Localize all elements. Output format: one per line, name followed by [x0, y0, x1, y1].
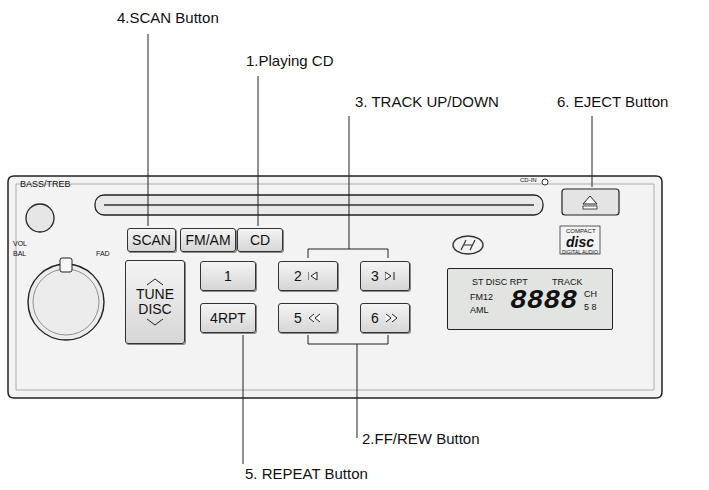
display-text: CH [584, 290, 597, 299]
track-up-button: 3 [360, 261, 410, 291]
knob-label: VOL [13, 240, 27, 248]
track-down-button: 2 [278, 261, 338, 291]
logo-text: COMPACT [566, 228, 596, 235]
rewind-button: 5 [278, 303, 338, 333]
tune-disc-rocker: TUNE DISC [125, 260, 185, 344]
brand-logo [453, 236, 483, 254]
bass-treble-knob [26, 204, 54, 232]
button-icon [308, 313, 322, 323]
callout-label: 3. TRACK UP/DOWN [355, 94, 499, 111]
indicator-label: CD-IN [520, 177, 537, 184]
display-text: 5 8 [584, 303, 597, 312]
callout-label: 5. REPEAT Button [245, 466, 368, 483]
eject-symbol-bar [583, 206, 597, 209]
cd-button: CD [237, 228, 283, 252]
knob-label: BASS/TREB [20, 180, 71, 190]
eject-symbol [583, 196, 597, 204]
balance-knob [60, 258, 72, 272]
logo-text: disc [566, 235, 594, 250]
button-icon [385, 313, 399, 323]
brand-logo-h [461, 240, 475, 250]
cd-slot [95, 195, 543, 215]
button-icon-shape [309, 314, 320, 322]
up-chevron-line [147, 279, 163, 285]
button-label: CD [250, 232, 270, 248]
callout-label: 6. EJECT Button [557, 94, 668, 111]
callout-label: 1.Playing CD [246, 53, 334, 70]
button-label: 5 [294, 310, 302, 326]
down-chevron [145, 317, 165, 327]
button-label: 1 [224, 268, 232, 284]
button-icon-shape [385, 272, 394, 280]
display-text: ST DISC RPT [472, 278, 528, 287]
button-label: SCAN [132, 232, 171, 248]
fm-am-button: FM/AM [180, 228, 236, 252]
callout-label: 2.FF/REW Button [362, 431, 480, 448]
button-icon-shape [386, 314, 397, 322]
scan-button: SCAN [127, 228, 176, 252]
button-label: 6 [371, 310, 379, 326]
volume-knob [28, 264, 104, 340]
knob-label: FAD [96, 250, 110, 258]
display-text: 8888 [510, 287, 577, 315]
button-label: TUNE DISC [133, 287, 177, 316]
panel-inner-edge [16, 184, 654, 390]
display-text: TRACK [552, 278, 583, 287]
eject-button [562, 189, 619, 215]
volume-knob-ring [33, 269, 99, 335]
knob-label: BAL [13, 250, 26, 258]
down-chevron-line [147, 319, 163, 325]
cd-slot-opening [104, 204, 534, 206]
button-label: 3 [371, 268, 379, 284]
fast-forward-button: 6 [360, 303, 410, 333]
preset-button: 1 [200, 261, 256, 291]
display-text: AML [470, 306, 489, 315]
logo-text: DIGITAL AUDIO [562, 250, 598, 256]
panel-housing [8, 176, 662, 398]
display-text: FM12 [470, 293, 493, 302]
leader-lines [148, 34, 592, 464]
button-icon [308, 271, 322, 281]
button-icon-shape [308, 272, 317, 280]
button-icon [385, 271, 399, 281]
repeat-button: 4RPT [200, 303, 256, 333]
up-chevron [145, 277, 165, 287]
callout-label: 4.SCAN Button [117, 10, 219, 27]
cd-in-lamp [542, 179, 548, 185]
button-label: 4RPT [210, 310, 246, 326]
lcd-display: ST DISC RPT TRACK FM12AML 8888 CH 5 8 [447, 268, 613, 330]
button-label: 2 [294, 268, 302, 284]
button-label: FM/AM [185, 232, 230, 248]
